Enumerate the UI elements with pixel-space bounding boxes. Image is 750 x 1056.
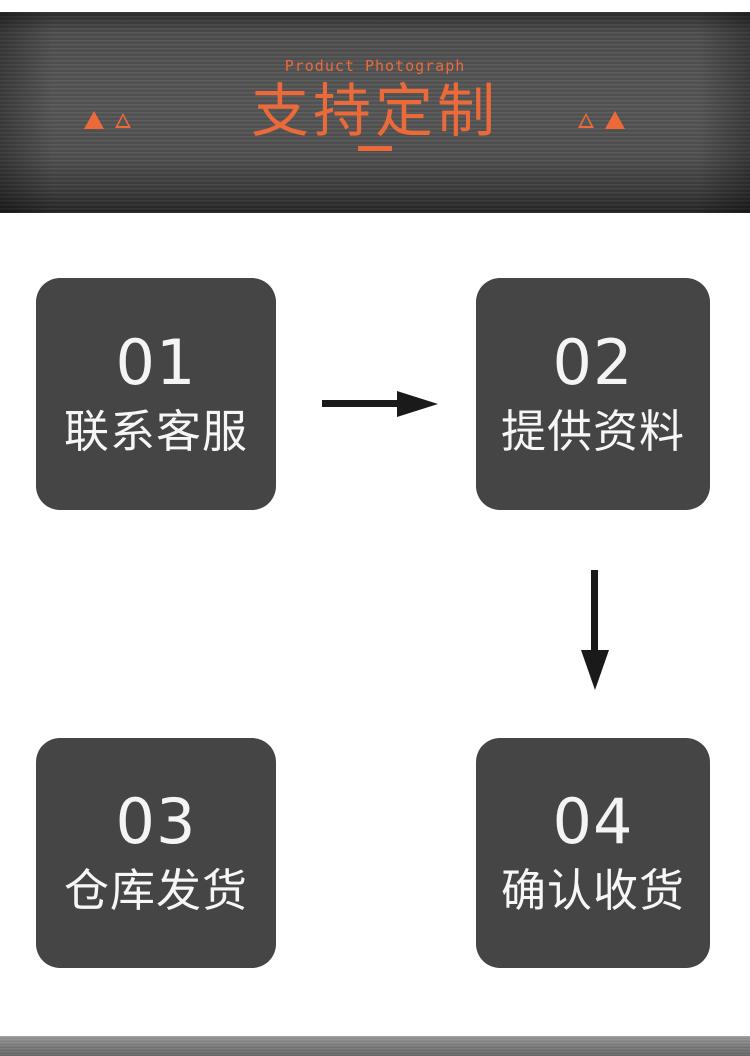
step-number: 01 — [115, 326, 197, 400]
triangle-hollow-icon — [115, 112, 131, 128]
step-card-04: 04 确认收货 — [476, 738, 710, 968]
banner-content: Product Photograph 支持定制 — [0, 12, 750, 213]
step-label: 仓库发货 — [63, 864, 248, 918]
step-card-01: 01 联系客服 — [36, 278, 276, 510]
banner-decoration-left — [84, 111, 131, 129]
step-label: 联系客服 — [63, 405, 248, 459]
banner-eyebrow-text: Product Photograph — [284, 57, 466, 75]
step-label: 提供资料 — [500, 405, 685, 459]
arrow-down-icon — [581, 570, 609, 690]
arrow-right-icon — [322, 391, 438, 417]
banner-decoration-right — [578, 111, 625, 129]
step-label: 确认收货 — [500, 864, 685, 918]
step-card-03: 03 仓库发货 — [36, 738, 276, 968]
process-steps: 01 联系客服 02 提供资料 03 仓库发货 04 确认收货 — [0, 213, 750, 1036]
triangle-solid-icon — [84, 111, 104, 129]
step-card-02: 02 提供资料 — [476, 278, 710, 510]
triangle-solid-icon — [605, 111, 625, 129]
step-number: 04 — [552, 785, 634, 859]
banner: Product Photograph 支持定制 — [0, 12, 750, 213]
triangle-hollow-icon — [578, 112, 594, 128]
headline-underline — [358, 146, 392, 152]
banner-headline-text: 支持定制 — [250, 77, 499, 145]
footer-divider-bar — [0, 1036, 750, 1056]
step-number: 02 — [552, 326, 634, 400]
step-number: 03 — [115, 785, 197, 859]
